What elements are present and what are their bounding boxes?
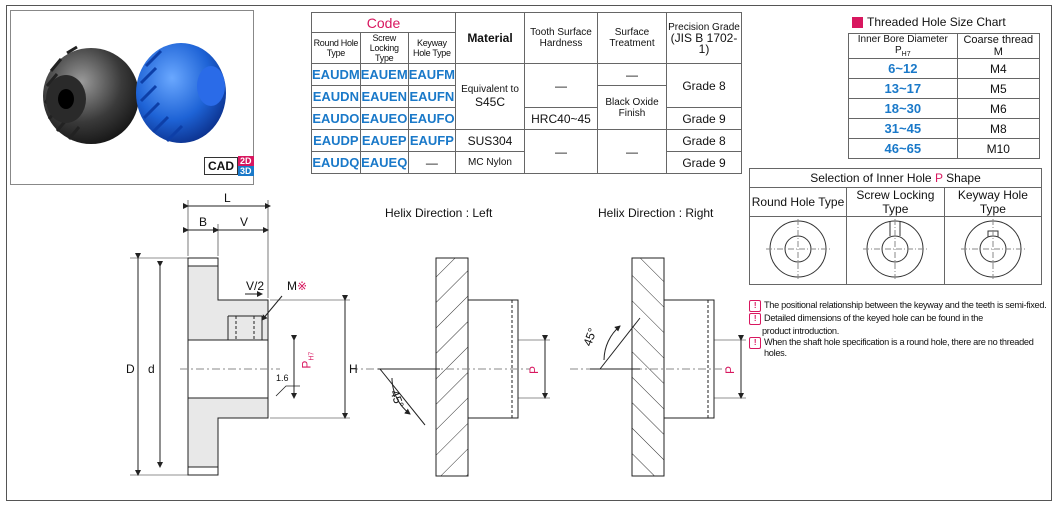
thread-cell: M8 [956, 118, 1041, 139]
cad-badge[interactable]: CAD 2D 3D [204, 156, 254, 176]
info-icon: ! [749, 313, 761, 325]
cad-2d-badge[interactable]: 2D [238, 156, 254, 166]
dim-V-label: V [240, 215, 249, 229]
note-item: !When the shaft hole specification is a … [749, 337, 1049, 359]
screw-locking-header: Screw Locking Type [359, 32, 409, 64]
keyway-hole-icon [960, 219, 1025, 279]
thread-cell: M5 [956, 78, 1041, 99]
treatment-header: Surface Treatment [597, 12, 667, 64]
grade-cell: Grade 9 [666, 151, 742, 174]
dim-d-label: d [148, 362, 155, 376]
thread-cell: M6 [956, 98, 1041, 119]
code-cell[interactable]: EAUDO [311, 107, 361, 130]
screw-locking-icon [863, 219, 928, 279]
grade-cell: Grade 9 [666, 107, 742, 130]
note-item: !The positional relationship between the… [749, 300, 1049, 312]
grade-header: Precision Grade(JIS B 1702-1) [666, 12, 742, 64]
product-photo: CAD 2D 3D [10, 10, 254, 185]
code-cell[interactable]: EAUFM [407, 63, 457, 86]
note-item: !Detailed dimensions of the keyed hole c… [749, 313, 1049, 325]
keyway-hole-header: Keyway Hole Type [407, 32, 457, 64]
dim-P-label: PH7 [299, 351, 316, 369]
code-cell[interactable]: EAUDN [311, 85, 361, 108]
helix-left-title: Helix Direction : Left [385, 206, 493, 220]
material-cell: SUS304 [455, 129, 525, 152]
keyway-hole-type-label: Keyway Hole Type [943, 187, 1043, 217]
coarse-thread-header: Coarse thread M [956, 33, 1041, 59]
code-cell[interactable]: EAUEP [359, 129, 409, 152]
code-cell[interactable]: EAUDP [311, 129, 361, 152]
notes-section: !The positional relationship between the… [749, 300, 1049, 360]
bore-range-cell: 46~65 [848, 138, 958, 159]
round-hole-header: Round Hole Type [311, 32, 361, 64]
dim-L-label: L [224, 191, 231, 205]
blue-gear-image [136, 43, 226, 143]
code-cell[interactable]: EAUEM [359, 63, 409, 86]
dim-M-label: M※ [287, 279, 308, 293]
bore-diameter-header: Inner Bore Diameter PH7 [848, 33, 958, 59]
keyway-dash: — [407, 151, 457, 174]
round-hole-icon [766, 219, 830, 279]
gear-photos [43, 43, 226, 144]
code-cell[interactable]: EAUFN [407, 85, 457, 108]
dim-B-label: B [199, 215, 208, 229]
material-cell: Equivalent to S45C [455, 63, 525, 130]
code-cell[interactable]: EAUEN [359, 85, 409, 108]
helix-left-P-label: P [527, 365, 542, 375]
round-hole-diagram [749, 216, 847, 285]
info-icon: ! [749, 337, 761, 349]
bore-range-cell: 31~45 [848, 118, 958, 139]
thread-cell: M10 [956, 138, 1041, 159]
dim-H-label: H [349, 362, 358, 376]
hole-shape-table: Selection of Inner Hole P Shape Round Ho… [749, 168, 1043, 285]
thread-chart-title: Threaded Hole Size Chart [852, 15, 1006, 29]
note-continuation: product introduction. [762, 326, 839, 336]
hardness-cell: HRC40~45 [524, 107, 598, 130]
bore-range-cell: 13~17 [848, 78, 958, 99]
thread-cell: M4 [956, 58, 1041, 79]
round-hole-type-label: Round Hole Type [749, 187, 847, 217]
code-cell[interactable]: EAUFP [407, 129, 457, 152]
screw-locking-type-label: Screw Locking Type [846, 187, 945, 217]
helix-right-title: Helix Direction : Right [598, 206, 714, 220]
cad-3d-badge[interactable]: 3D [238, 166, 254, 176]
hardness-dash: — [524, 129, 598, 174]
code-cell[interactable]: EAUEQ [359, 151, 409, 174]
black-gear-image [43, 45, 139, 144]
helix-right-P-label: P [723, 365, 738, 375]
code-cell[interactable]: EAUDM [311, 63, 361, 86]
bore-range-cell: 6~12 [848, 58, 958, 79]
hardness-dash: — [524, 63, 598, 108]
treatment-dash: — [597, 63, 667, 86]
grade-cell: Grade 8 [666, 129, 742, 152]
dim-D-label: D [126, 362, 135, 376]
dim-1-6-label: 1.6 [276, 373, 289, 383]
screw-locking-diagram [846, 216, 945, 285]
bore-range-cell: 18~30 [848, 98, 958, 119]
grade-cell: Grade 8 [666, 63, 742, 108]
code-cell[interactable]: EAUDQ [311, 151, 361, 174]
treatment-cell: Black Oxide Finish [597, 85, 667, 130]
hole-shape-title: Selection of Inner Hole P Shape [749, 168, 1042, 188]
pink-square-icon [852, 16, 863, 28]
material-cell: MC Nylon [455, 151, 525, 174]
dim-V2-label: V/2 [246, 279, 265, 293]
thread-size-table: Inner Bore Diameter PH7 Coarse thread M … [848, 33, 1041, 159]
cad-label: CAD [204, 157, 238, 175]
code-header: Code [311, 12, 456, 33]
info-icon: ! [749, 300, 761, 312]
code-cell[interactable]: EAUFO [407, 107, 457, 130]
treatment-dash: — [597, 129, 667, 174]
keyway-hole-diagram [943, 216, 1043, 285]
code-cell[interactable]: EAUEO [359, 107, 409, 130]
material-header: Material [455, 12, 525, 64]
catalog-frame [6, 5, 1052, 501]
